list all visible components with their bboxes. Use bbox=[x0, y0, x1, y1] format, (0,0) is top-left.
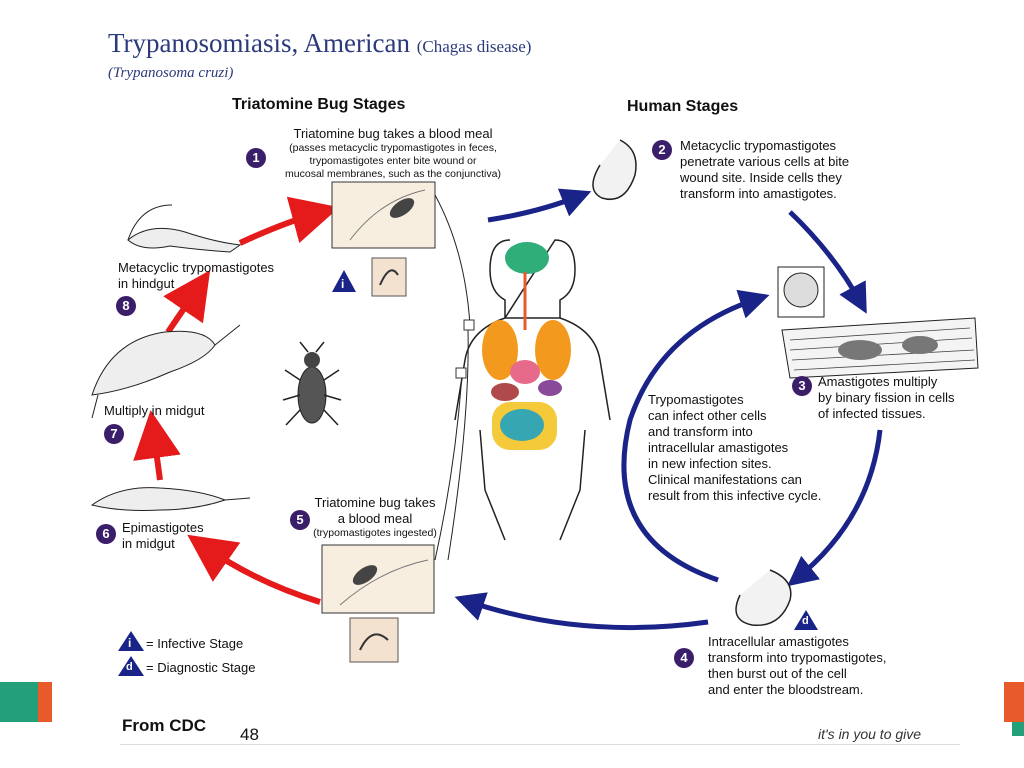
step-7-text: Multiply in midgut bbox=[104, 403, 205, 418]
step-3-text: Amastigotes multiply by binary fission i… bbox=[818, 374, 998, 422]
reinfection-note: Trypomastigotes can infect other cells a… bbox=[648, 392, 858, 504]
arrow-8-to-1 bbox=[238, 196, 340, 246]
bug-stages-header: Triatomine Bug Stages bbox=[232, 96, 406, 113]
parasite-stage-7 bbox=[91, 330, 216, 396]
step-8-line-1: Metacyclic trypomastigotes bbox=[118, 260, 275, 275]
step-1-line-3: trypomastigotes enter bite wound or bbox=[309, 155, 477, 167]
human-figure bbox=[454, 239, 611, 541]
step-6-marker: 6 bbox=[96, 524, 116, 544]
step-6-line-2: in midgut bbox=[122, 536, 175, 551]
bite-box-5 bbox=[321, 544, 435, 614]
step-5-marker: 5 bbox=[290, 510, 310, 530]
legend-i-symbol: i bbox=[128, 636, 132, 650]
title-main: Trypanosomiasis, American bbox=[108, 28, 410, 58]
parasite-stage-8 bbox=[127, 227, 242, 253]
parasite-stage-6 bbox=[90, 487, 227, 511]
step-2-line-4: transform into amastigotes. bbox=[680, 186, 837, 201]
diagnostic-symbol: d bbox=[802, 615, 809, 627]
note-line-3: and transform into bbox=[648, 424, 753, 439]
step-1-line-2: (passes metacyclic trypomastigotes in fe… bbox=[289, 142, 497, 154]
step-5-line-2: a blood meal bbox=[337, 511, 413, 526]
step-1-text: Triatomine bug takes a blood meal (passe… bbox=[268, 126, 518, 181]
arrow-7-to-8 bbox=[163, 270, 211, 334]
brand-block-left-accent bbox=[38, 682, 52, 722]
note-line-5: in new infection sites. bbox=[648, 456, 772, 471]
step-2-line-2: penetrate various cells at bite bbox=[680, 154, 850, 169]
step-6-text: Epimastigotes in midgut bbox=[122, 520, 242, 552]
step-3-line-1: Amastigotes multiply bbox=[818, 374, 938, 389]
legend-diagnostic-label: = Diagnostic Stage bbox=[146, 660, 256, 675]
note-line-4: intracellular amastigotes bbox=[648, 440, 789, 455]
step-4-text: Intracellular amastigotes transform into… bbox=[708, 634, 928, 698]
step-5-text: Triatomine bug takes a blood meal (trypo… bbox=[300, 495, 450, 540]
parasite-stage-4 bbox=[735, 569, 792, 627]
arrow-4-to-5 bbox=[454, 592, 709, 631]
arrow-6-to-7 bbox=[133, 410, 181, 481]
page-subtitle: (Trypanosoma cruzi) bbox=[108, 65, 234, 81]
footer-tagline: it's in you to give bbox=[818, 726, 922, 742]
step-4-line-2: transform into trypomastigotes, bbox=[708, 650, 887, 665]
arrow-2-to-3 bbox=[788, 210, 867, 314]
arrow-reinfect-loop bbox=[621, 289, 770, 583]
step-4-marker: 4 bbox=[674, 648, 694, 668]
note-line-1: Trypomastigotes bbox=[648, 392, 744, 407]
step-4-line-4: and enter the bloodstream. bbox=[708, 682, 864, 697]
brand-block-left bbox=[0, 682, 38, 722]
title-paren: (Chagas disease) bbox=[416, 37, 532, 56]
step-2-line-3: wound site. Inside cells they bbox=[680, 170, 842, 185]
infective-marker-1 bbox=[332, 270, 356, 292]
step-2-line-1: Metacyclic trypomastigotes bbox=[680, 138, 837, 153]
step-8-marker: 8 bbox=[116, 296, 136, 316]
step-2-marker: 2 bbox=[652, 140, 672, 160]
legend-infective-icon bbox=[118, 631, 144, 651]
infective-symbol: i bbox=[341, 277, 345, 291]
brand-block-right bbox=[1004, 682, 1024, 722]
legend-d-symbol: d bbox=[126, 661, 133, 673]
step-8-text: Metacyclic trypomastigotes in hindgut bbox=[118, 260, 318, 292]
tissue-section bbox=[781, 317, 979, 379]
step-5-line-3: (trypomastigotes ingested) bbox=[313, 527, 437, 539]
step-3-line-3: of infected tissues. bbox=[818, 406, 926, 421]
diagnostic-marker-4 bbox=[794, 610, 818, 630]
arrow-1-to-2 bbox=[487, 188, 592, 223]
step-1-marker: 1 bbox=[246, 148, 266, 168]
note-line-7: result from this infective cycle. bbox=[648, 488, 822, 503]
page-title: Trypanosomiasis, American (Chagas diseas… bbox=[108, 28, 531, 59]
step-1-line-4: mucosal membranes, such as the conjuncti… bbox=[285, 168, 501, 180]
source-credit: From CDC bbox=[122, 716, 207, 735]
step-2-text: Metacyclic trypomastigotes penetrate var… bbox=[680, 138, 890, 202]
step-3-line-2: by binary fission in cells bbox=[818, 390, 955, 405]
step-6-line-1: Epimastigotes bbox=[122, 520, 204, 535]
footer-divider bbox=[120, 744, 960, 745]
triatomine-bug-drawing bbox=[282, 341, 342, 426]
arrow-3-to-4 bbox=[787, 429, 883, 587]
human-stages-header: Human Stages bbox=[627, 98, 739, 115]
legend-infective-label: = Infective Stage bbox=[146, 636, 244, 651]
brand-block-right-accent bbox=[1012, 722, 1024, 736]
note-line-6: Clinical manifestations can bbox=[648, 472, 802, 487]
parasite-stage-2 bbox=[592, 139, 637, 200]
step-7-marker: 7 bbox=[104, 424, 124, 444]
step-3-marker: 3 bbox=[792, 376, 812, 396]
step-8-line-2: in hindgut bbox=[118, 276, 175, 291]
step-1-line-1: Triatomine bug takes a blood meal bbox=[293, 126, 493, 141]
bite-box-1 bbox=[331, 181, 436, 249]
step-4-line-1: Intracellular amastigotes bbox=[708, 634, 849, 649]
legend-diagnostic-icon bbox=[118, 656, 144, 676]
slide-number: 48 bbox=[240, 725, 259, 744]
note-line-2: can infect other cells bbox=[648, 408, 767, 423]
step-4-line-3: then burst out of the cell bbox=[708, 666, 847, 681]
arrow-5-to-6 bbox=[187, 534, 321, 605]
step-5-line-1: Triatomine bug takes bbox=[314, 495, 436, 510]
